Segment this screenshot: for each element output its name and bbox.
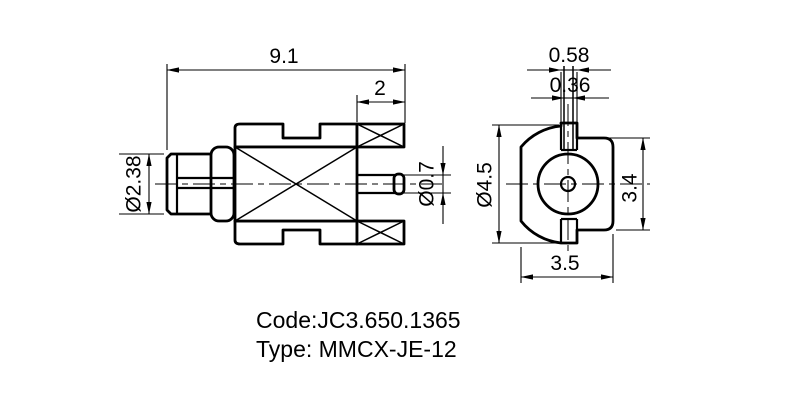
end-view-dimensions: 0.58 0.36 Ø4.5 3.4 3.5: [473, 44, 650, 283]
dim-barrel-diameter: Ø2.38: [122, 155, 145, 212]
part-type: Type: MMCX-JE-12: [256, 336, 457, 362]
title-block: Code:JC3.650.1365 Type: MMCX-JE-12: [256, 307, 461, 362]
dim-pin-diameter: Ø0.7: [415, 161, 438, 207]
bottom-flange: [233, 219, 359, 246]
dim-overall-length: 9.1: [269, 45, 298, 68]
dim-body-width: 3.5: [550, 252, 579, 275]
side-view: [155, 122, 442, 246]
dim-leg-length: 2: [374, 77, 386, 100]
top-leg-hatched: [355, 122, 406, 149]
dim-slot-width: 0.36: [550, 74, 591, 97]
dim-flange-diameter: Ø4.5: [473, 162, 496, 208]
bottom-leg-hatched: [355, 219, 406, 246]
part-code: Code:JC3.650.1365: [256, 307, 461, 333]
end-view: [506, 66, 650, 255]
dim-tab-width: 0.58: [549, 44, 590, 67]
side-view-dimensions: 9.1 2 Ø2.38 Ø0.7: [119, 45, 451, 224]
dim-side-height: 3.4: [618, 173, 641, 203]
top-flange: [233, 122, 359, 149]
